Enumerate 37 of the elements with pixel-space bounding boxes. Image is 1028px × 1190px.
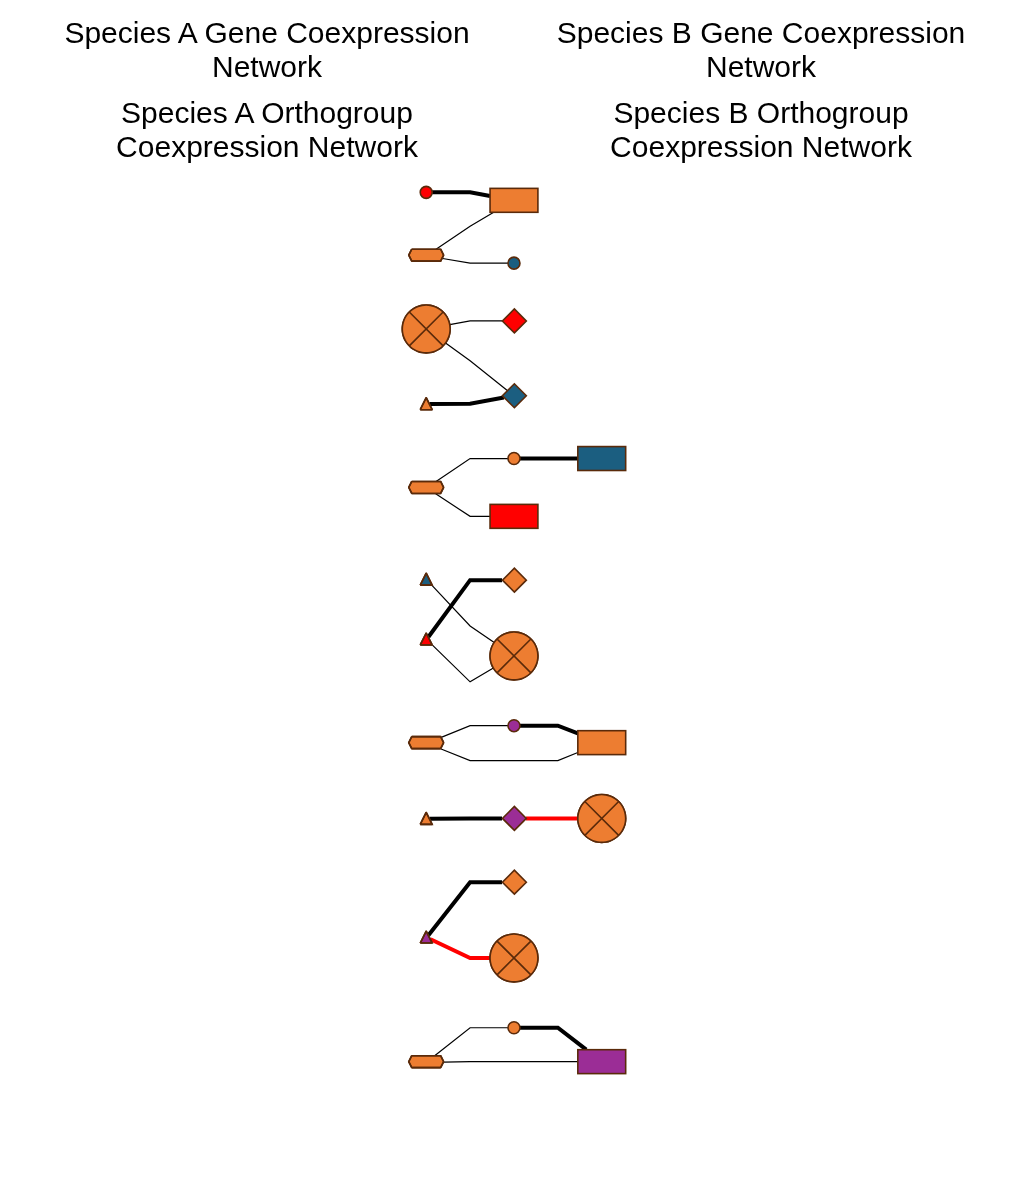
connector bbox=[442, 257, 509, 264]
node-circle bbox=[419, 185, 433, 200]
connector bbox=[525, 816, 578, 821]
connector bbox=[433, 1027, 509, 1057]
connector bbox=[435, 457, 509, 483]
node-box bbox=[489, 187, 539, 214]
connector bbox=[449, 320, 503, 326]
connector bbox=[429, 395, 505, 407]
node-diamond bbox=[501, 382, 528, 409]
node-circle bbox=[507, 256, 521, 270]
node-circle bbox=[507, 1021, 521, 1035]
node-diamond bbox=[501, 567, 528, 594]
connector bbox=[429, 816, 502, 821]
connector bbox=[432, 190, 491, 198]
node-box bbox=[577, 1048, 627, 1075]
node-diamond bbox=[501, 805, 528, 832]
node-circle bbox=[507, 718, 521, 733]
panel-title: Species A Gene Coexpression Network bbox=[63, 16, 471, 84]
connector bbox=[519, 456, 578, 461]
panel-title: Species B Gene Coexpression Network bbox=[555, 16, 967, 84]
connector bbox=[429, 937, 491, 960]
node-box bbox=[577, 445, 627, 472]
node-box bbox=[489, 503, 539, 530]
connector bbox=[431, 584, 495, 644]
node-diamond bbox=[501, 869, 528, 896]
connector bbox=[431, 644, 494, 683]
connector bbox=[426, 578, 502, 639]
panel-title: Species B Orthogroup Coexpression Network bbox=[609, 96, 913, 164]
connector bbox=[426, 880, 502, 937]
node-box bbox=[577, 729, 627, 756]
node-circle bbox=[507, 451, 521, 466]
connector bbox=[435, 211, 495, 251]
connector bbox=[435, 493, 491, 517]
node-diamond bbox=[501, 307, 528, 335]
connector bbox=[440, 725, 509, 738]
connector bbox=[444, 342, 508, 392]
panel-title: Species A Orthogroup Coexpression Network bbox=[115, 96, 419, 164]
